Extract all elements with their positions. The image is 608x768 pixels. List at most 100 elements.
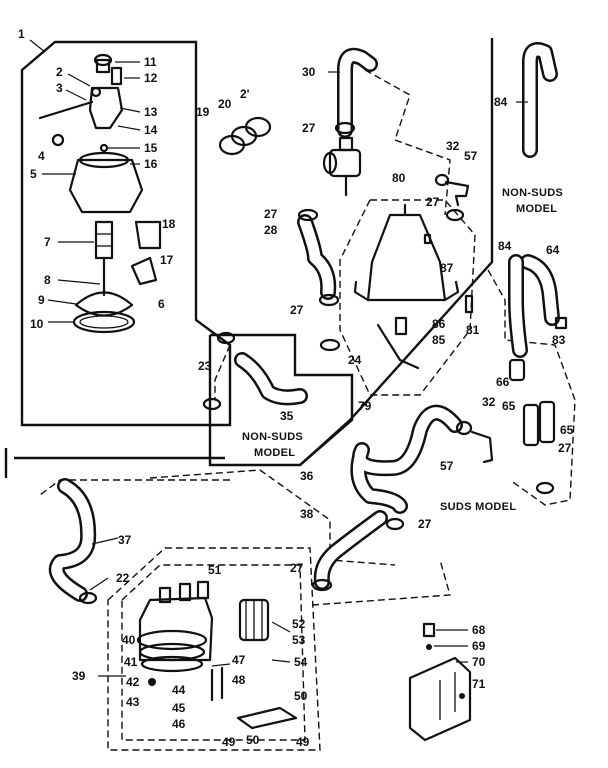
pump-seal-1 [136,629,208,651]
clamp-22 [78,591,98,605]
callout-c13: 13 [144,105,158,119]
region-outlines [4,38,576,751]
callout-c2: 2 [56,65,63,79]
pump-assembly-frame [107,547,321,751]
guide-line-d [214,344,231,400]
part-83-clip [554,316,568,330]
guide-line-c [364,69,451,216]
guide-line-e [311,559,451,606]
ring-2prime [244,116,272,138]
clamp-27-b [297,208,319,222]
part-2-pin [90,86,102,98]
callout-c50a: 50 [294,689,308,703]
suds-model-label: SUDS MODEL [440,501,516,513]
callout-c64: 64 [546,243,560,257]
part-16-housing [68,158,144,214]
part-57-fitting-mid [470,430,494,464]
callout-c45: 45 [172,701,186,715]
non-suds-label-mid-line2: MODEL [254,447,295,459]
callout-c6: 6 [158,297,165,311]
callout-c39: 39 [72,669,86,683]
part-80-valve [322,136,362,197]
clamps [78,121,555,605]
part-3-lever [38,100,94,120]
callout-c18: 18 [162,217,176,231]
mounting-bracket [408,622,472,742]
callout-c28: 28 [264,223,278,237]
callout-c84a: 84 [494,95,508,109]
leader-lines [29,39,528,677]
callout-c65b: 65 [560,423,574,437]
callout-c14: 14 [144,123,158,137]
callout-c27a: 27 [302,121,316,135]
callout-c66: 66 [496,375,510,389]
callout-c22: 22 [116,571,130,585]
valve-assembly [38,53,162,334]
callout-c46: 46 [172,717,186,731]
callout-c68: 68 [472,623,486,637]
callout-c41: 41 [124,655,138,669]
callout-c80: 80 [392,171,406,185]
part-11-body [95,58,111,74]
hoses [48,42,560,602]
part-13-body [88,86,124,130]
callout-c50b: 50 [246,733,260,747]
callout-c4: 4 [38,149,45,163]
part-86-bolt [394,316,408,336]
callout-c30: 30 [302,65,316,79]
callout-c48: 48 [232,673,246,687]
non-suds-center-frame [208,333,354,467]
callout-c5: 5 [30,167,37,181]
callout-c32b: 32 [482,395,496,409]
callout-c65a: 65 [502,399,516,413]
right-divider-line [299,38,494,466]
part-11-cap [93,53,113,67]
callout-c2p: 2' [240,87,250,101]
callout-c52: 52 [292,617,306,631]
callout-c49a: 49 [222,735,236,749]
tub-region-frame [339,199,476,396]
callout-c12: 12 [144,71,158,85]
guide-line-b [149,469,396,566]
callout-c40: 40 [122,633,136,647]
callout-c1: 1 [18,27,25,41]
pump-seal-2 [138,642,206,662]
callout-c71: 71 [472,677,486,691]
callout-c8: 8 [44,273,51,287]
callout-c37: 37 [118,533,132,547]
callout-c15: 15 [144,141,158,155]
part-18-bracket [134,220,162,250]
clamp-27-d [445,208,465,222]
callout-c27c: 27 [290,303,304,317]
callout-c69: 69 [472,639,486,653]
part-85-rod [376,323,420,370]
pump-housing [138,596,214,662]
valve-assembly-frame [20,40,232,427]
clamp-32-a [434,173,450,187]
filter-65-a [522,403,540,447]
model-labels: NON-SUDS MODEL NON-SUDS MODEL SUDS MODEL [242,187,563,513]
callout-c83: 83 [552,333,566,347]
pump-seal-3 [140,655,204,673]
pump-assembly [136,580,298,730]
part-71-screw [459,693,465,699]
clamp-27-c [318,293,340,307]
part-87-tub [353,203,460,302]
callout-c47: 47 [232,653,246,667]
clamp-27-e [385,517,405,531]
filter-65-b [538,400,556,444]
callout-c17: 17 [160,253,174,267]
clamp-32-b [455,420,473,436]
clamp-27-f [311,578,333,592]
part-16-top [78,151,130,169]
callout-c9: 9 [38,293,45,307]
non-suds-label-mid-line1: NON-SUDS [242,431,303,443]
ring-set [218,116,272,156]
callout-c36: 36 [300,469,314,483]
callout-c42: 42 [126,675,140,689]
callout-c51: 51 [208,563,222,577]
filter-66 [508,358,526,382]
callout-c32a: 32 [446,139,460,153]
callout-c84b: 84 [498,239,512,253]
